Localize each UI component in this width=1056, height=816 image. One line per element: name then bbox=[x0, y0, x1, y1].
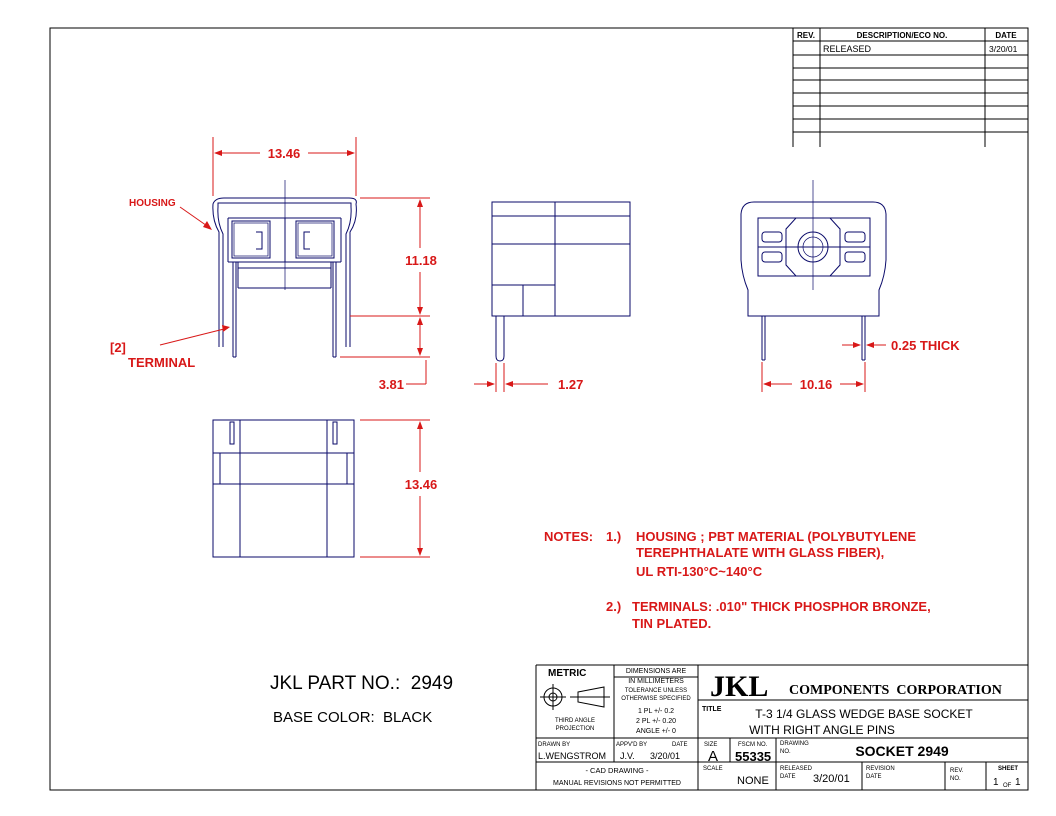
sheet-of: OF bbox=[1003, 783, 1012, 789]
rear-view bbox=[740, 180, 887, 361]
side-view bbox=[491, 201, 631, 362]
dim-pin-length: 3.81 bbox=[379, 377, 404, 392]
drawn-by-label: DRAWN BY bbox=[538, 742, 570, 748]
dim-rear-pin-spacing: 10.16 bbox=[800, 377, 833, 392]
base-color: BASE COLOR: BLACK bbox=[273, 709, 432, 726]
sheet-number: 1 bbox=[993, 777, 999, 788]
callout-terminal-count: [2] bbox=[110, 340, 126, 355]
sheet-total: 1 bbox=[1015, 777, 1021, 788]
third-angle-projection-icon bbox=[540, 684, 610, 710]
scale-value: NONE bbox=[737, 775, 769, 787]
drawing-number: SOCKET 2949 bbox=[855, 743, 949, 759]
tolerance-line-2: OTHERWISE SPECIFIED bbox=[621, 696, 691, 702]
callout-housing: HOUSING bbox=[129, 198, 176, 209]
note-1-line-3: UL RTI-130°C~140°C bbox=[636, 564, 763, 579]
size-label: SIZE bbox=[704, 742, 717, 748]
title-line-1: T-3 1/4 GLASS WEDGE BASE SOCKET bbox=[755, 707, 973, 721]
apprvd-date: 3/20/01 bbox=[650, 751, 680, 761]
title-line-2: WITH RIGHT ANGLE PINS bbox=[749, 723, 895, 737]
dimension-lines bbox=[159, 137, 886, 558]
notes-label: NOTES: bbox=[544, 529, 593, 544]
bottom-view bbox=[212, 419, 355, 558]
apprvd-by-label: APPV'D BY bbox=[616, 742, 647, 748]
dim-front-height: 11.18 bbox=[405, 253, 437, 268]
drawn-by: L.WENGSTROM bbox=[538, 751, 606, 761]
metric-label: METRIC bbox=[548, 668, 586, 679]
fscm-value: 55335 bbox=[735, 749, 771, 764]
cad-note-line-2: MANUAL REVISIONS NOT PERMITTED bbox=[553, 780, 681, 787]
apprvd-by: J.V. bbox=[620, 751, 635, 761]
rev-header: REV. bbox=[797, 31, 815, 40]
dim-front-width: 13.46 bbox=[268, 146, 301, 161]
rev-no-label-2: NO. bbox=[950, 776, 961, 782]
dim-bottom-depth: 13.46 bbox=[405, 477, 438, 492]
tolerance-line-1: TOLERANCE UNLESS bbox=[625, 688, 687, 694]
note-1-line-1: HOUSING ; PBT MATERIAL (POLYBUTYLENE bbox=[636, 529, 916, 544]
revision-block: REV. DESCRIPTION/ECO NO. DATE RELEASED 3… bbox=[792, 28, 1028, 147]
company-logo: JKL bbox=[710, 670, 768, 703]
tolerance-line-3: 1 PL +/- 0.2 bbox=[638, 708, 674, 715]
released-date: 3/20/01 bbox=[813, 773, 850, 785]
drawing-no-label-2: NO. bbox=[780, 749, 791, 755]
note-1-line-2: TEREPHTHALATE WITH GLASS FIBER), bbox=[636, 545, 884, 560]
dims-note-line-2: IN MILLIMETERS bbox=[628, 678, 684, 685]
tolerance-line-4: 2 PL +/- 0.20 bbox=[636, 718, 676, 725]
sheet-border bbox=[49, 27, 1029, 791]
revision-date: 3/20/01 bbox=[989, 44, 1018, 54]
revision-description: RELEASED bbox=[823, 44, 872, 54]
apprvd-date-label: DATE bbox=[672, 742, 688, 748]
note-2-number: 2.) bbox=[606, 599, 621, 614]
dims-note-line-1: DIMENSIONS ARE bbox=[626, 668, 687, 675]
rev-no-label-1: REV. bbox=[950, 768, 964, 774]
cad-note-line-1: - CAD DRAWING - bbox=[585, 766, 649, 775]
revision-date-label-1: REVISION bbox=[866, 766, 895, 772]
description-header: DESCRIPTION/ECO NO. bbox=[857, 31, 948, 40]
projection-line-1: THIRD ANGLE bbox=[555, 718, 595, 724]
revision-date-label-2: DATE bbox=[866, 774, 882, 780]
dim-pin-thickness: 0.25 THICK bbox=[891, 338, 960, 353]
released-label-1: RELEASED bbox=[780, 766, 813, 772]
note-2-line-1: TERMINALS: .010" THICK PHOSPHOR BRONZE, bbox=[632, 599, 931, 614]
fscm-label: FSCM NO. bbox=[738, 742, 768, 748]
note-1-number: 1.) bbox=[606, 529, 621, 544]
callout-terminal: TERMINAL bbox=[128, 355, 195, 370]
projection-line-2: PROJECTION bbox=[556, 726, 595, 732]
title-label: TITLE bbox=[702, 706, 722, 713]
sheet-label: SHEET bbox=[998, 766, 1018, 772]
company-name: COMPONENTS CORPORATION bbox=[789, 683, 1002, 698]
note-2-line-2: TIN PLATED. bbox=[632, 616, 711, 631]
title-block: METRIC DIMENSIONS ARE IN MILLIMETERS TOL… bbox=[535, 664, 1028, 790]
scale-label: SCALE bbox=[703, 766, 723, 772]
released-label-2: DATE bbox=[780, 774, 796, 780]
date-header: DATE bbox=[995, 31, 1017, 40]
drawing-no-label-1: DRAWING bbox=[780, 741, 809, 747]
part-number: JKL PART NO.: 2949 bbox=[270, 673, 453, 694]
front-view bbox=[212, 180, 357, 358]
tolerance-line-5: ANGLE +/- 0 bbox=[636, 728, 676, 735]
notes: NOTES: 1.) HOUSING ; PBT MATERIAL (POLYB… bbox=[544, 529, 931, 631]
dim-side-pin-width: 1.27 bbox=[558, 377, 583, 392]
size-value: A bbox=[708, 748, 718, 765]
